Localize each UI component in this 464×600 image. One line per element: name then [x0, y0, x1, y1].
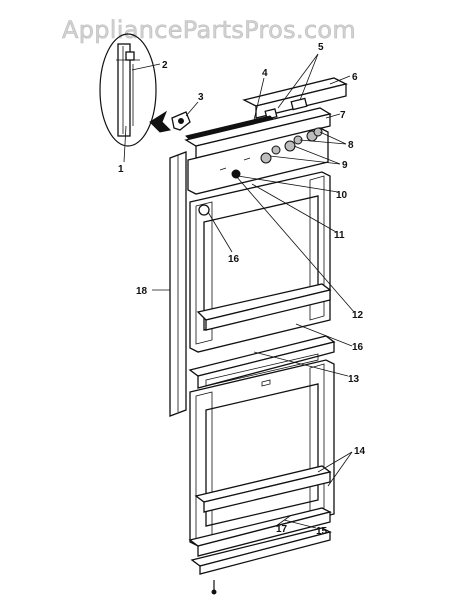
callout-12: 12 [352, 310, 364, 321]
middle-divider [188, 335, 336, 389]
upper-glass-pane [196, 283, 332, 331]
callout-7: 7 [340, 110, 346, 121]
callout-13: 13 [348, 374, 360, 385]
callout-11: 11 [334, 230, 345, 241]
detail-arrow [149, 110, 172, 133]
callout-17: 17 [276, 524, 288, 535]
control-panel-assembly [184, 77, 348, 195]
callout-16-upper: 16 [228, 254, 240, 265]
leader-lines [123, 53, 355, 529]
watermark-text: AppliancePartsPros.com [62, 16, 356, 44]
part-18-side-trim [169, 151, 187, 417]
callout-labels: 1 2 3 4 5 6 7 8 9 10 11 12 13 14 15 16 1… [118, 42, 366, 537]
callout-10: 10 [336, 190, 348, 201]
callout-8: 8 [348, 140, 354, 151]
callout-4: 4 [262, 68, 268, 79]
callout-2: 2 [162, 60, 168, 71]
callout-6: 6 [352, 72, 358, 83]
lower-glass-pane [194, 465, 332, 513]
hinge-detail-inset [99, 33, 157, 147]
callout-3: 3 [198, 92, 204, 103]
callout-1: 1 [118, 164, 124, 175]
part-3-clip [171, 111, 191, 131]
callout-14: 14 [354, 446, 366, 457]
callout-5: 5 [318, 42, 324, 53]
part-8-knobs [271, 127, 323, 155]
callout-15: 15 [316, 526, 328, 537]
callout-18: 18 [136, 286, 148, 297]
callout-9: 9 [342, 160, 348, 171]
callout-16-lower: 16 [352, 342, 364, 353]
